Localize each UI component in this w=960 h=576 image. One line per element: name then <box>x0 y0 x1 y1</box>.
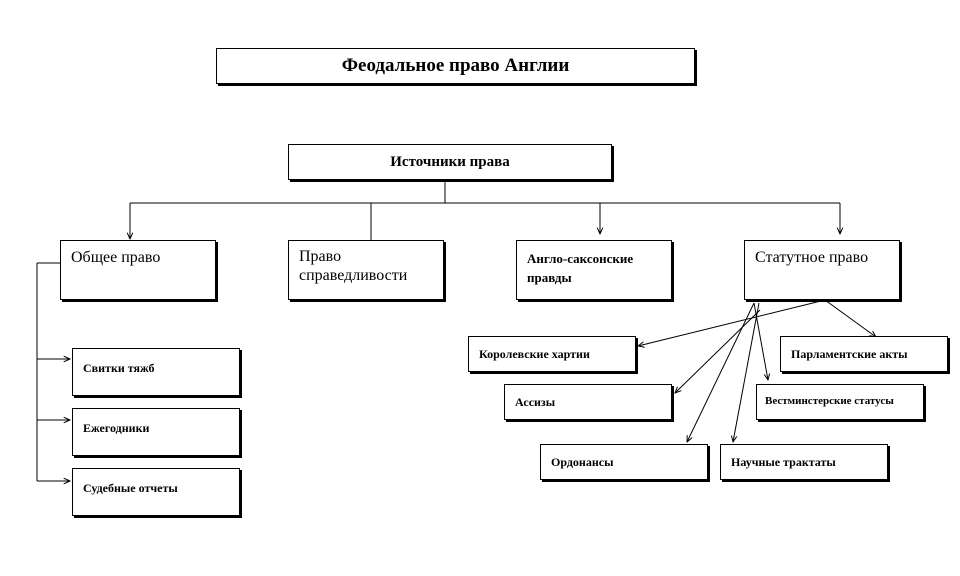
ordinances-box: Ордонансы <box>540 444 708 480</box>
plea-rolls-label: Свитки тяжб <box>83 361 155 375</box>
treatises-label: Научные трактаты <box>731 454 836 469</box>
westminster-statutes-label: Вестминстерские статусы <box>765 395 894 408</box>
arrow-to-assizes <box>675 309 761 393</box>
sources-label: Источники права <box>390 154 510 170</box>
diagram-title: Феодальное право Англии <box>341 54 570 76</box>
sources-box: Источники права <box>288 144 612 180</box>
yearbooks-label: Ежегодники <box>83 421 150 435</box>
westminster-statutes-box: Вестминстерские статусы <box>756 384 924 420</box>
anglo-saxon-label: Англо-саксонские правды <box>527 251 634 286</box>
plea-rolls-box: Свитки тяжб <box>72 348 240 396</box>
common-law-label: Общее право <box>71 249 161 266</box>
parliament-acts-box: Парламентские акты <box>780 336 948 372</box>
court-reports-label: Судебные отчеты <box>83 481 178 495</box>
statute-law-label: Статутное право <box>755 249 869 266</box>
royal-charters-box: Королевские хартии <box>468 336 636 372</box>
title-box: Феодальное право Англии <box>216 48 695 84</box>
court-reports-box: Судебные отчеты <box>72 468 240 516</box>
anglo-saxon-box: Англо-саксонские правды <box>516 240 672 300</box>
parliament-acts-label: Парламентские акты <box>791 346 908 361</box>
common-law-box: Общее право <box>60 240 216 300</box>
yearbooks-box: Ежегодники <box>72 408 240 456</box>
ordinances-label: Ордонансы <box>551 454 614 469</box>
assizes-label: Ассизы <box>515 394 556 409</box>
statute-law-box: Статутное право <box>744 240 900 300</box>
equity-box: Право справедливости <box>288 240 444 300</box>
arrow-to-ordinances <box>687 302 755 442</box>
arrow-to-treatises <box>733 302 760 442</box>
treatises-box: Научные трактаты <box>720 444 888 480</box>
arrow-to-parliament-acts <box>824 299 876 337</box>
equity-label: Право справедливости <box>299 248 408 285</box>
royal-charters-label: Королевские хартии <box>479 346 590 361</box>
arrow-to-royal-charters <box>638 299 826 346</box>
assizes-box: Ассизы <box>504 384 672 420</box>
